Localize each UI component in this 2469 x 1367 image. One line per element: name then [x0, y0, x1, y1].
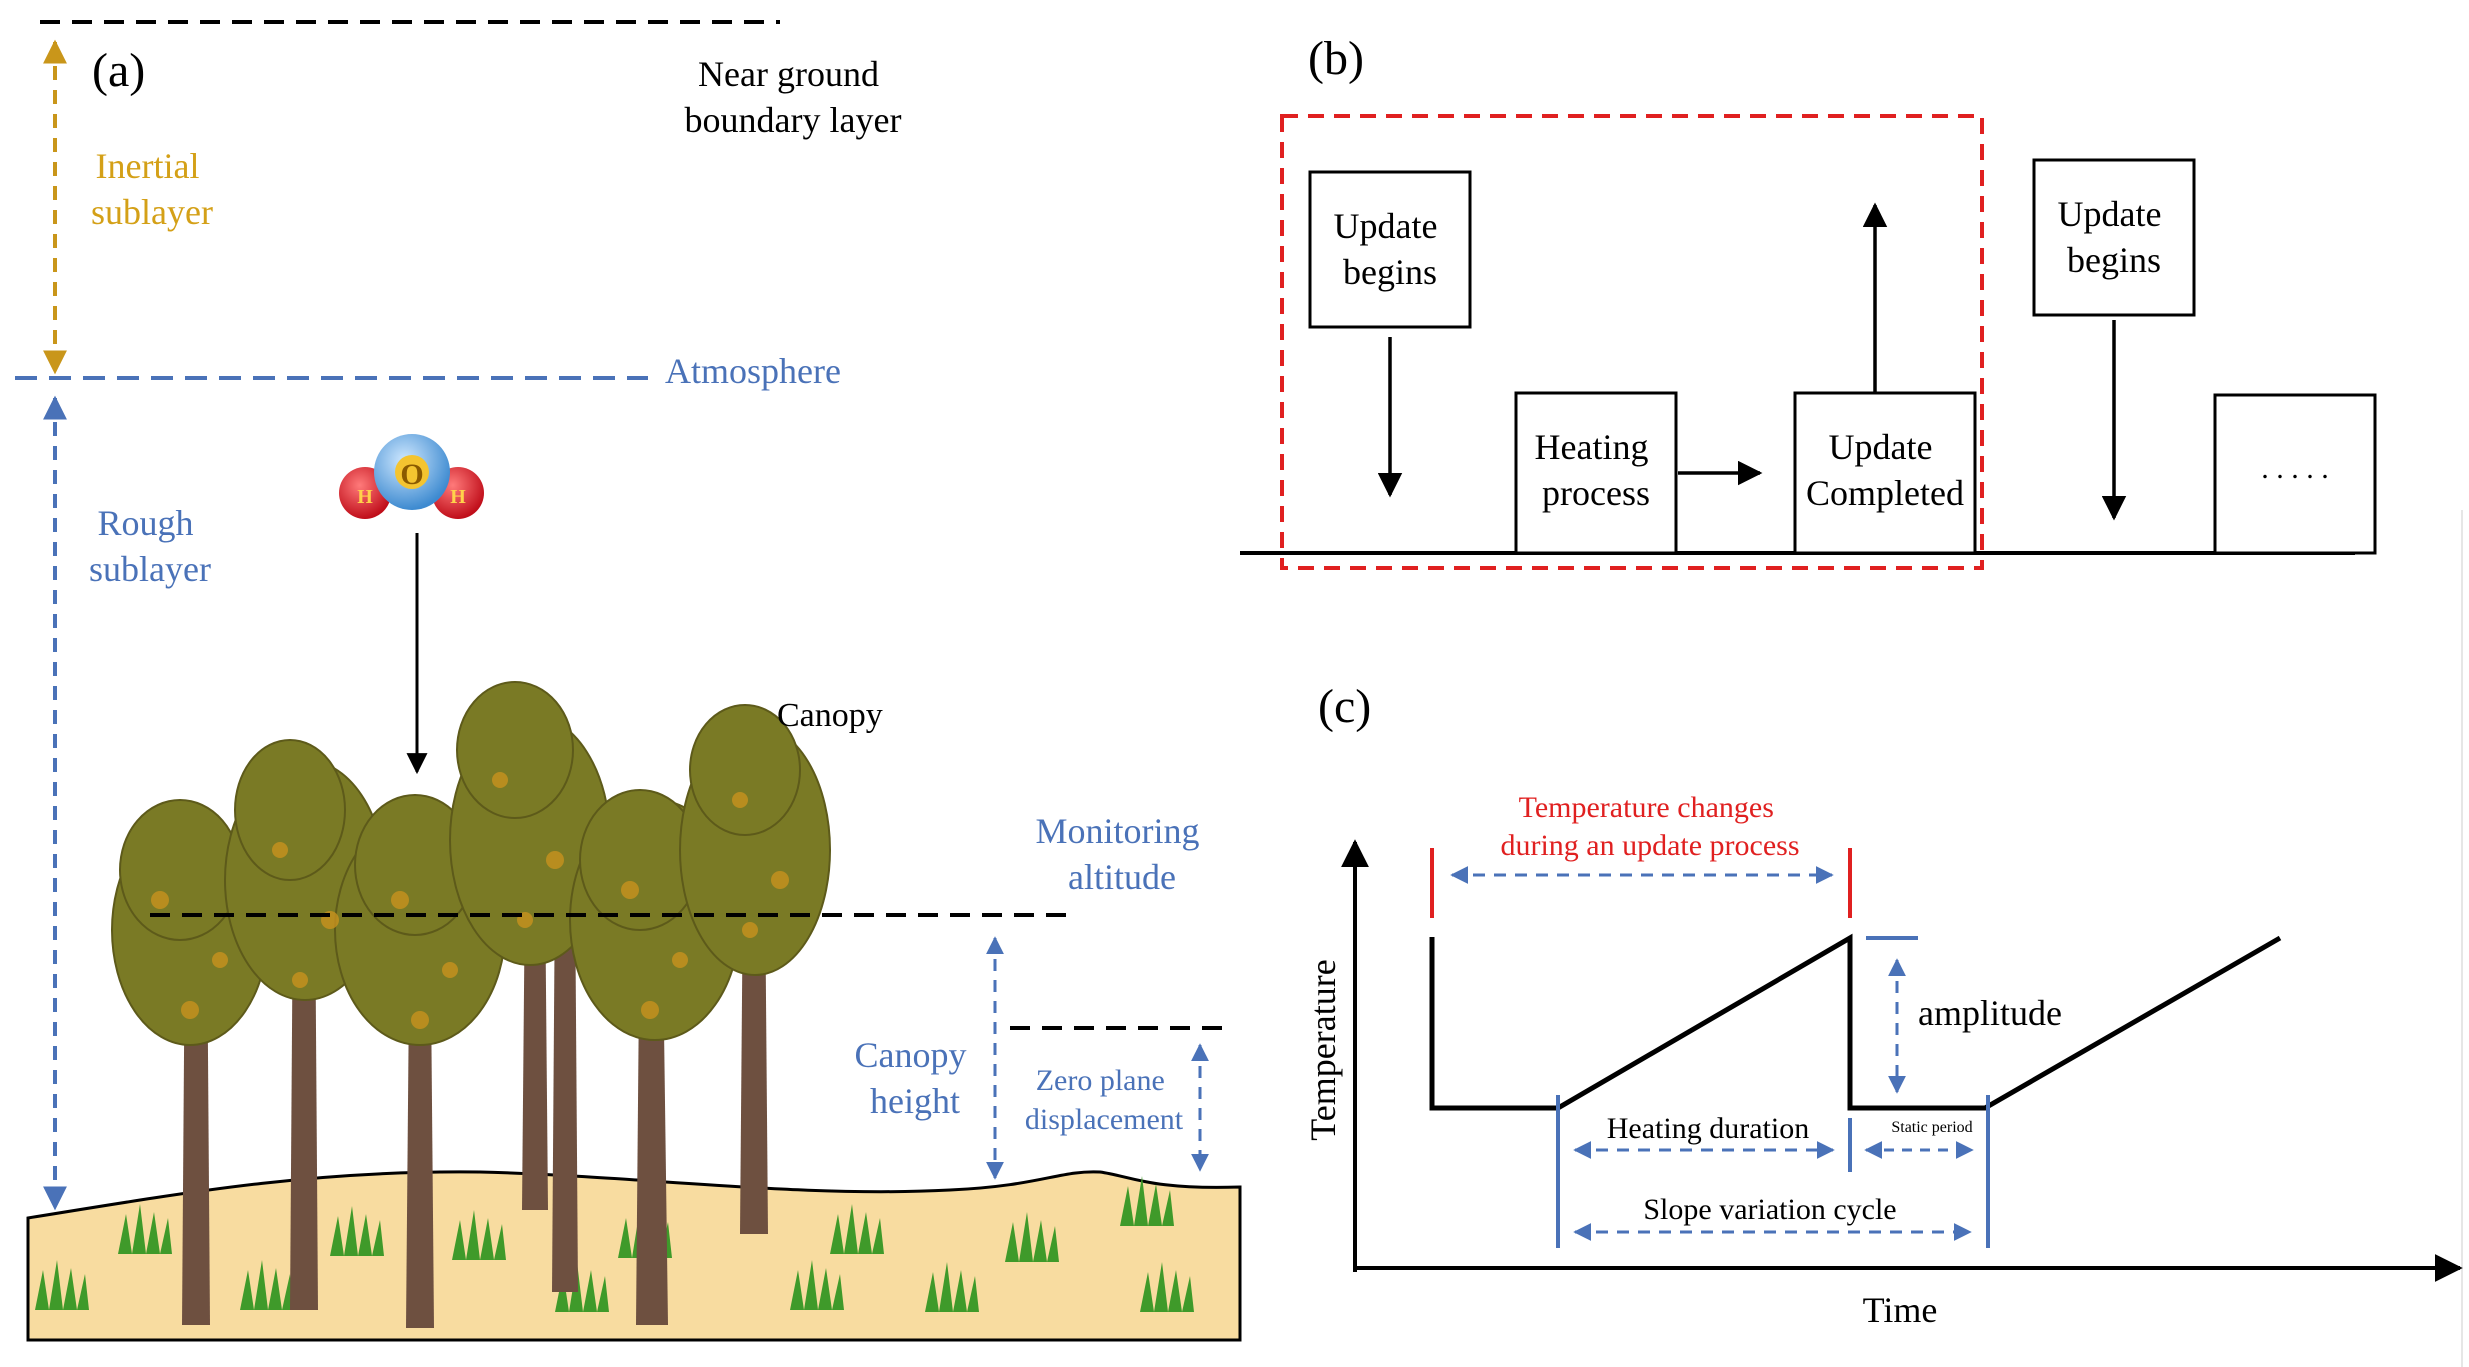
atmosphere-label: Atmosphere: [665, 351, 841, 391]
slope-cycle-label: Slope variation cycle: [1643, 1193, 1896, 1226]
canopy-highlights: [151, 772, 789, 1029]
heating-duration-label: Heating duration: [1607, 1112, 1809, 1145]
monitoring-line2: altitude: [1068, 857, 1176, 897]
monitoring-label: Monitoring altitude: [1035, 811, 1208, 897]
heating-process-label: Heating process: [1535, 427, 1658, 513]
rough-sublayer-label: Rough sublayer: [89, 503, 211, 589]
x-axis-label: Time: [1863, 1290, 1938, 1330]
inertial-line1: Inertial: [96, 146, 200, 186]
near-ground-label: Near ground boundary layer: [685, 54, 902, 140]
ellipsis-box: [2213, 393, 2377, 555]
static-period-label: Static period: [1891, 1119, 1972, 1136]
near-ground-line2: boundary layer: [685, 100, 902, 140]
update-begins-label: Update begins: [1334, 206, 1447, 292]
update-completed-label: Update Completed: [1806, 427, 1964, 513]
near-ground-line1: Near ground: [698, 54, 879, 94]
update-begins-box: [1308, 170, 1472, 329]
canopy-label: Canopy: [777, 697, 883, 734]
canopy-foliage: [111, 681, 831, 1046]
panel-b: (b) Update begins Heating process Update…: [1240, 32, 2463, 1367]
y-axis-label: Temperature: [1303, 959, 1343, 1140]
panel-a-label: (a): [92, 44, 145, 97]
inertial-label: Inertial sublayer: [91, 146, 213, 232]
svg-text:O: O: [400, 458, 423, 491]
update-begins-box-2: [2032, 158, 2196, 317]
inertial-line2: sublayer: [91, 192, 213, 232]
ellipsis-label: . . . . .: [2261, 452, 2329, 485]
panel-b-label: (b): [1308, 32, 1364, 85]
rough-line2: sublayer: [89, 549, 211, 589]
rough-line1: Rough: [97, 503, 193, 543]
zero-plane-label: Zero plane displacement: [1025, 1064, 1184, 1136]
update-cycle-dashed-box: [1280, 114, 1984, 570]
update-begins-label-2: Update begins: [2058, 194, 2171, 280]
temperature-curve: [1429, 933, 2282, 1111]
svg-text:H: H: [357, 486, 373, 508]
svg-text:H: H: [450, 486, 466, 508]
update-completed-box: [1793, 391, 1977, 555]
monitoring-line1: Monitoring: [1035, 811, 1199, 851]
water-molecule-icon: O H H: [339, 434, 484, 519]
panel-c: (c) Temperature Time Temperature changes…: [1303, 680, 2463, 1330]
zero-plane-line2: displacement: [1025, 1103, 1184, 1136]
amplitude-label: amplitude: [1918, 993, 2062, 1033]
temp-changes-label: Temperature changes during an update pro…: [1500, 791, 1799, 862]
panel-a: (a) Near ground boundary layer Inertial …: [15, 20, 1242, 1342]
zero-plane-line1: Zero plane: [1036, 1064, 1165, 1097]
canopy-height-line1: Canopy: [855, 1035, 967, 1075]
panel-c-label: (c): [1318, 680, 1371, 733]
canopy-height-label: Canopy height: [855, 1035, 976, 1121]
canopy-height-line2: height: [870, 1081, 960, 1121]
heating-process-box: [1514, 391, 1678, 555]
